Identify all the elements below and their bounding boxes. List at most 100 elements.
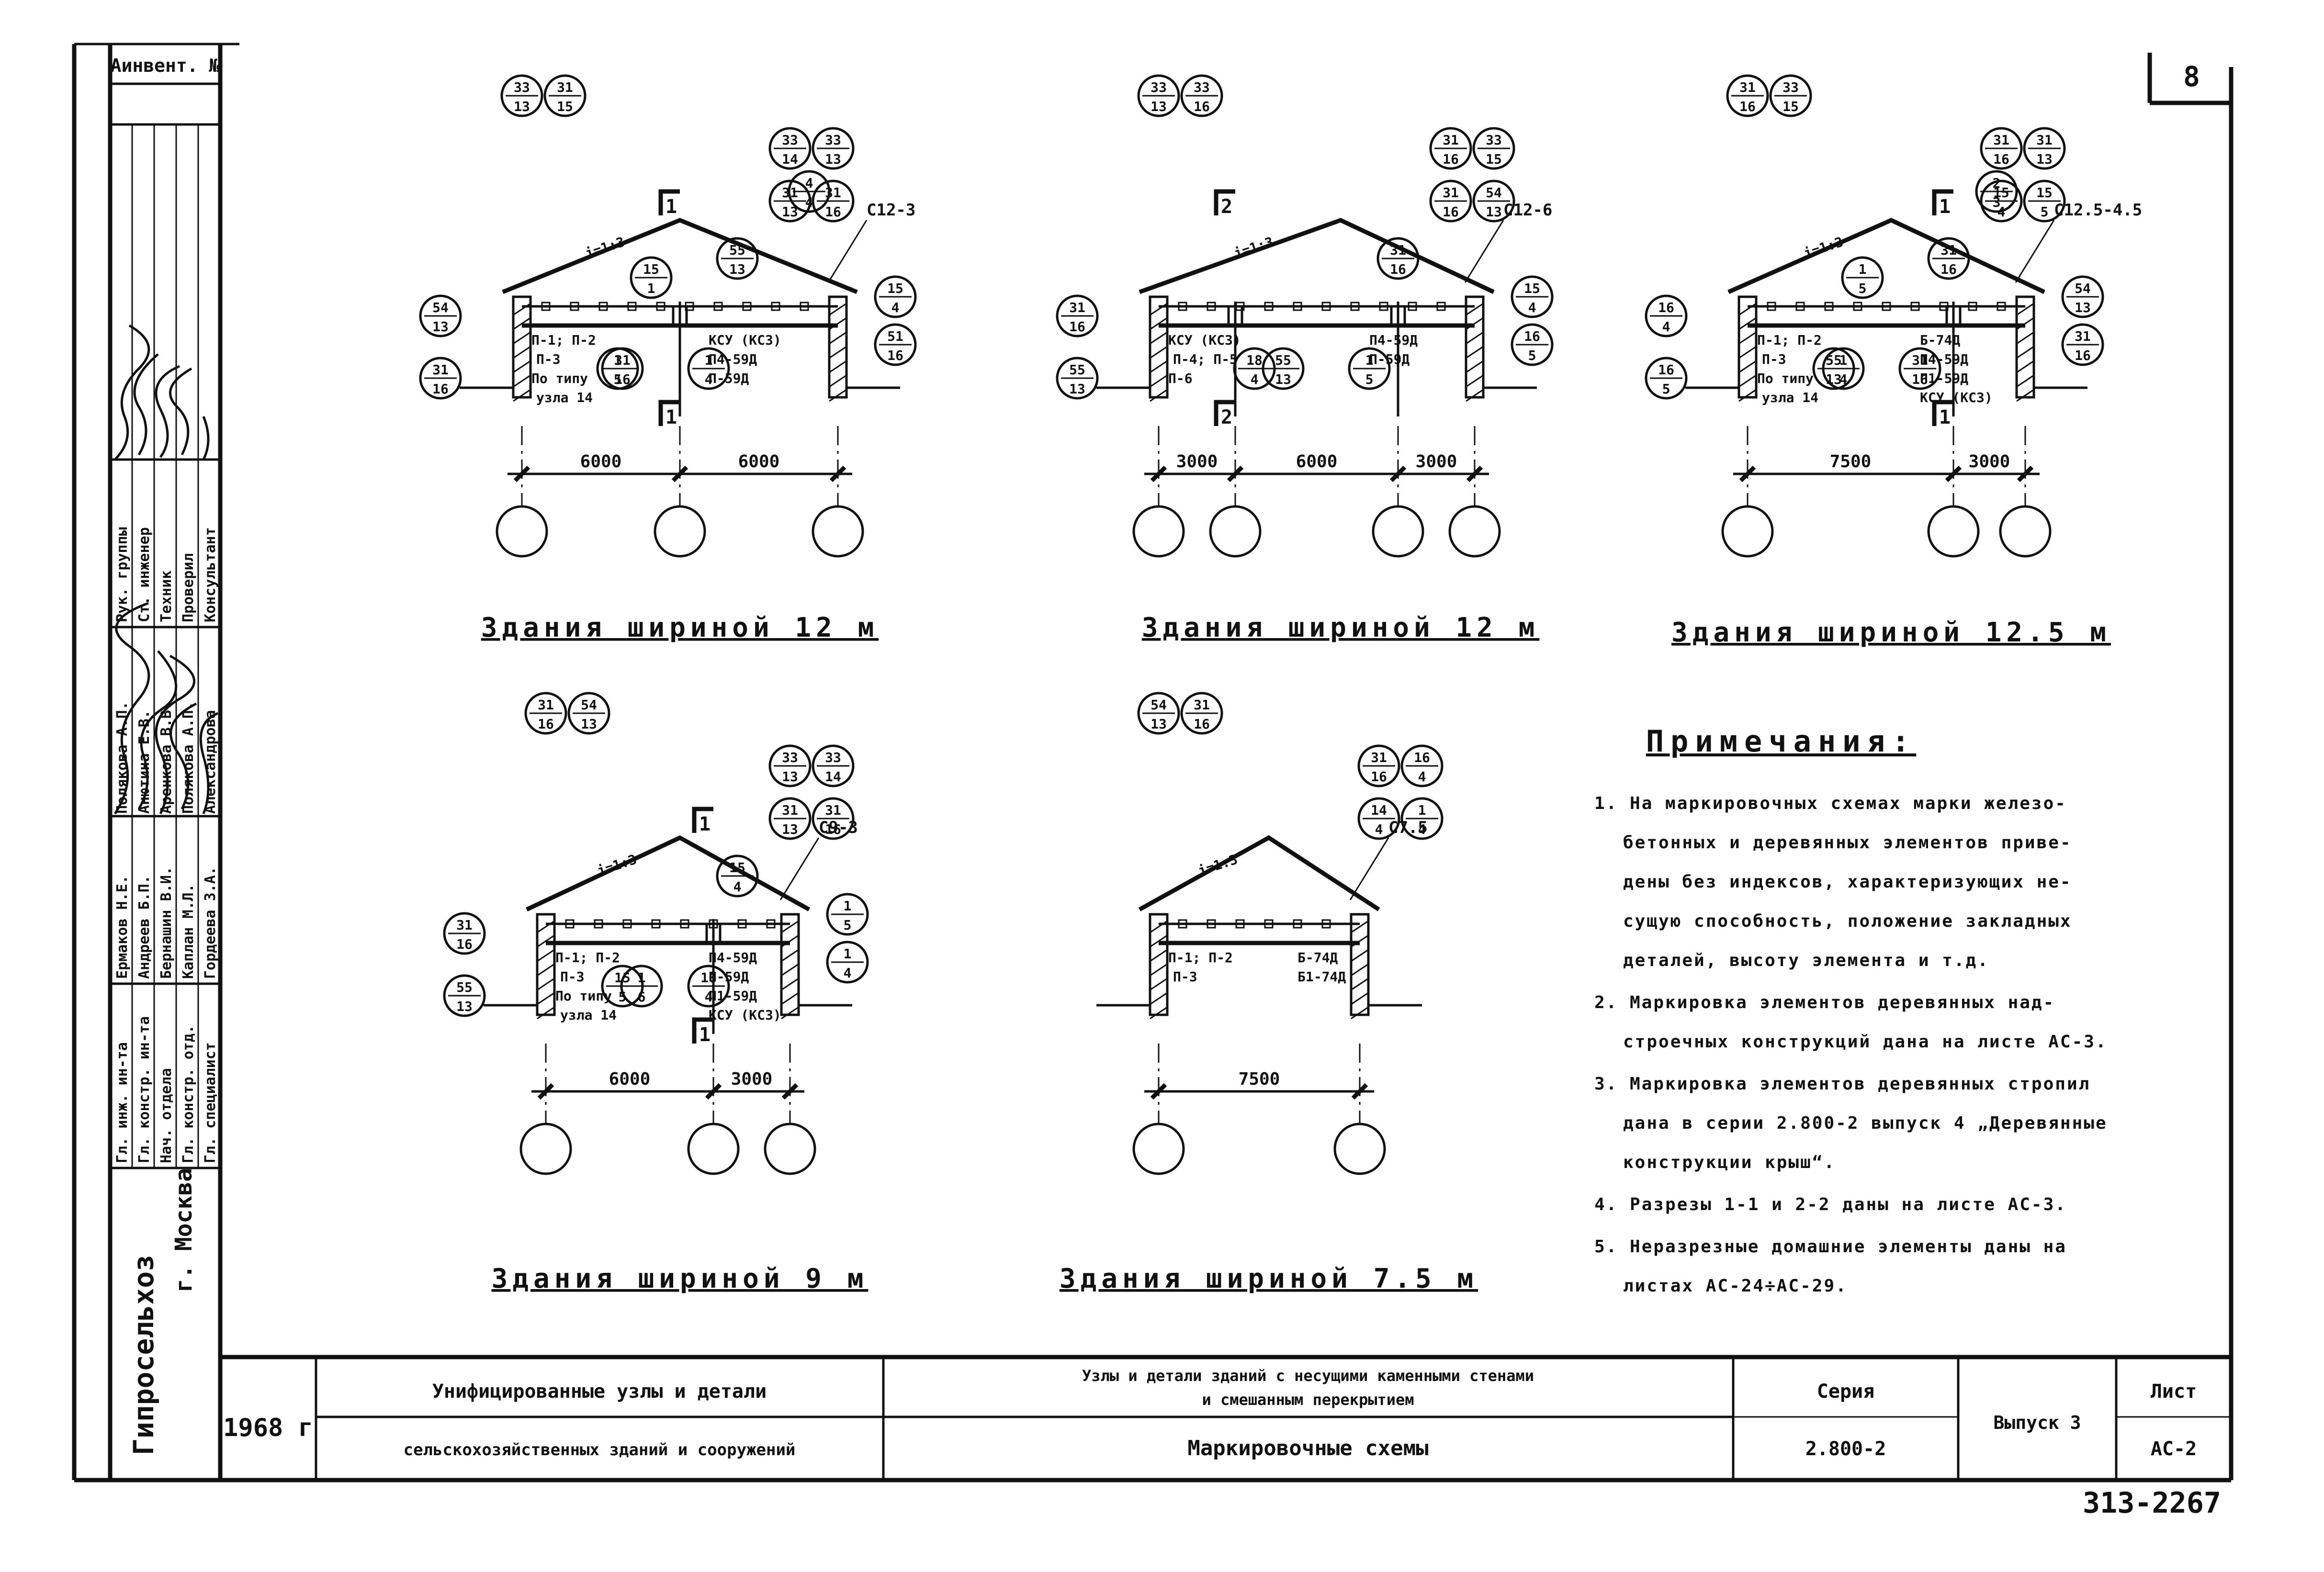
joist — [570, 302, 579, 311]
dimension-tick — [537, 1083, 554, 1100]
callout-bottom: 4 — [805, 194, 813, 210]
callout-bottom: 4 — [705, 371, 713, 387]
callout-bottom: 5 — [1365, 371, 1374, 387]
note-line: дана в серии 2.800-2 выпуск 4 „Деревянны… — [1623, 1113, 2108, 1133]
callout-top: 31 — [782, 802, 798, 818]
callout-bubble: 16 — [620, 965, 663, 1008]
element-label: П4-59Д — [709, 351, 757, 367]
element-label: П4-59Д — [709, 950, 757, 966]
callout-bottom: 16 — [1069, 319, 1085, 335]
callouts: 3116541333133314311331163116551315415514… — [443, 692, 869, 1017]
section-cut-number: 1 — [699, 1024, 711, 1046]
joist — [1379, 302, 1388, 311]
element-label: П-6 — [1168, 371, 1193, 386]
note-line: 4. Разрезы 1-1 и 2-2 даны на листе АС-3. — [1594, 1195, 2067, 1214]
callout-top: 54 — [1151, 697, 1167, 713]
callout-bubble: 44 — [788, 170, 831, 213]
axis-bubble — [1209, 505, 1262, 558]
joist — [1436, 302, 1446, 311]
wall — [2015, 295, 2035, 402]
joist — [766, 919, 776, 929]
section-cut-number: 1 — [1939, 406, 1951, 428]
element-label: П-3 — [1173, 969, 1197, 985]
callout-bubble: 23 — [1975, 170, 2018, 213]
note-line: сущую способность, положение закладных — [1623, 911, 2072, 931]
issue: Выпуск 3 — [1993, 1412, 2081, 1433]
callout-bottom: 4 — [733, 879, 742, 895]
organization-name: Гипросельхоз — [127, 1255, 160, 1455]
callout-top: 33 — [1782, 79, 1799, 95]
section-cut-number: 1 — [1939, 196, 1951, 218]
callout-bottom: 16 — [1443, 151, 1459, 167]
callout-bottom: 16 — [538, 716, 554, 732]
dimension-value: 3000 — [731, 1069, 773, 1089]
column-cap — [1390, 305, 1406, 327]
element-label: узла 14 — [536, 390, 593, 405]
callout-top: 2 — [1993, 175, 2001, 191]
roof-mark-leader — [2015, 220, 2055, 283]
axis-bubble — [1999, 505, 2052, 558]
joist — [742, 302, 752, 311]
section-cut-mark: 2 — [1214, 400, 1235, 428]
dimension-value: 3000 — [1416, 452, 1457, 472]
section-cut-mark: 2 — [1214, 189, 1235, 218]
section-cut-mark: 1 — [692, 1017, 713, 1046]
dimension-tick — [781, 1083, 799, 1100]
callout-top: 54 — [2075, 281, 2091, 296]
joist — [800, 302, 809, 311]
callout-top: 54 — [432, 300, 449, 315]
callout-bottom: 14 — [782, 151, 798, 167]
roof-slope: i=1:3 — [1196, 851, 1239, 878]
callout-bottom: 13 — [456, 999, 473, 1014]
dimension-tick — [671, 465, 688, 483]
element-label: КСУ (КС3) — [1168, 332, 1241, 348]
callout-top: 31 — [2036, 132, 2053, 148]
element-label: По типу — [531, 371, 588, 386]
callout-bottom: 16 — [1194, 716, 1210, 732]
callout-top: 55 — [729, 242, 745, 258]
element-label: П1-59Д — [709, 988, 757, 1004]
subject-line2: и смешанным перекрытием — [1202, 1391, 1414, 1409]
callout-top: 33 — [825, 750, 841, 765]
callout-bottom: 5 — [844, 917, 852, 933]
callout-bottom: 4 — [1662, 319, 1670, 335]
dimension-tick — [1227, 465, 1244, 483]
joist — [1293, 302, 1302, 311]
joist — [680, 919, 689, 929]
roof — [502, 218, 858, 308]
sheet-label: Лист — [2151, 1381, 2197, 1403]
callout-bottom: 4 — [844, 965, 852, 981]
callout-top: 1 — [844, 898, 852, 914]
series-title-line2: сельскохозяйственных зданий и сооружений — [404, 1440, 796, 1460]
axis-bubble — [1333, 1123, 1386, 1175]
section-cut-mark: 1 — [658, 189, 680, 218]
dimension-tick — [1389, 465, 1407, 483]
joist — [1350, 302, 1360, 311]
callout-top: 33 — [1194, 79, 1210, 95]
callout-bottom: 13 — [782, 769, 798, 785]
callout-bottom: 4 — [1839, 371, 1848, 387]
dimension-tick — [1739, 465, 1756, 483]
section-cut-number: 1 — [699, 813, 711, 835]
wall — [1737, 295, 1758, 402]
callout-top: 1 — [705, 352, 713, 368]
scheme-title: Здания шириной 7.5 м — [1060, 1263, 1478, 1294]
callout-bubble: 15 — [596, 347, 639, 390]
stamp-role: Нач. отдела — [158, 1068, 175, 1163]
callout-bubble: 14 — [826, 941, 869, 984]
dimension-value: 6000 — [738, 452, 780, 472]
roof-mark-leader — [779, 837, 820, 900]
callout-top: 1 — [614, 352, 622, 368]
callout-bottom: 13 — [2036, 151, 2053, 167]
